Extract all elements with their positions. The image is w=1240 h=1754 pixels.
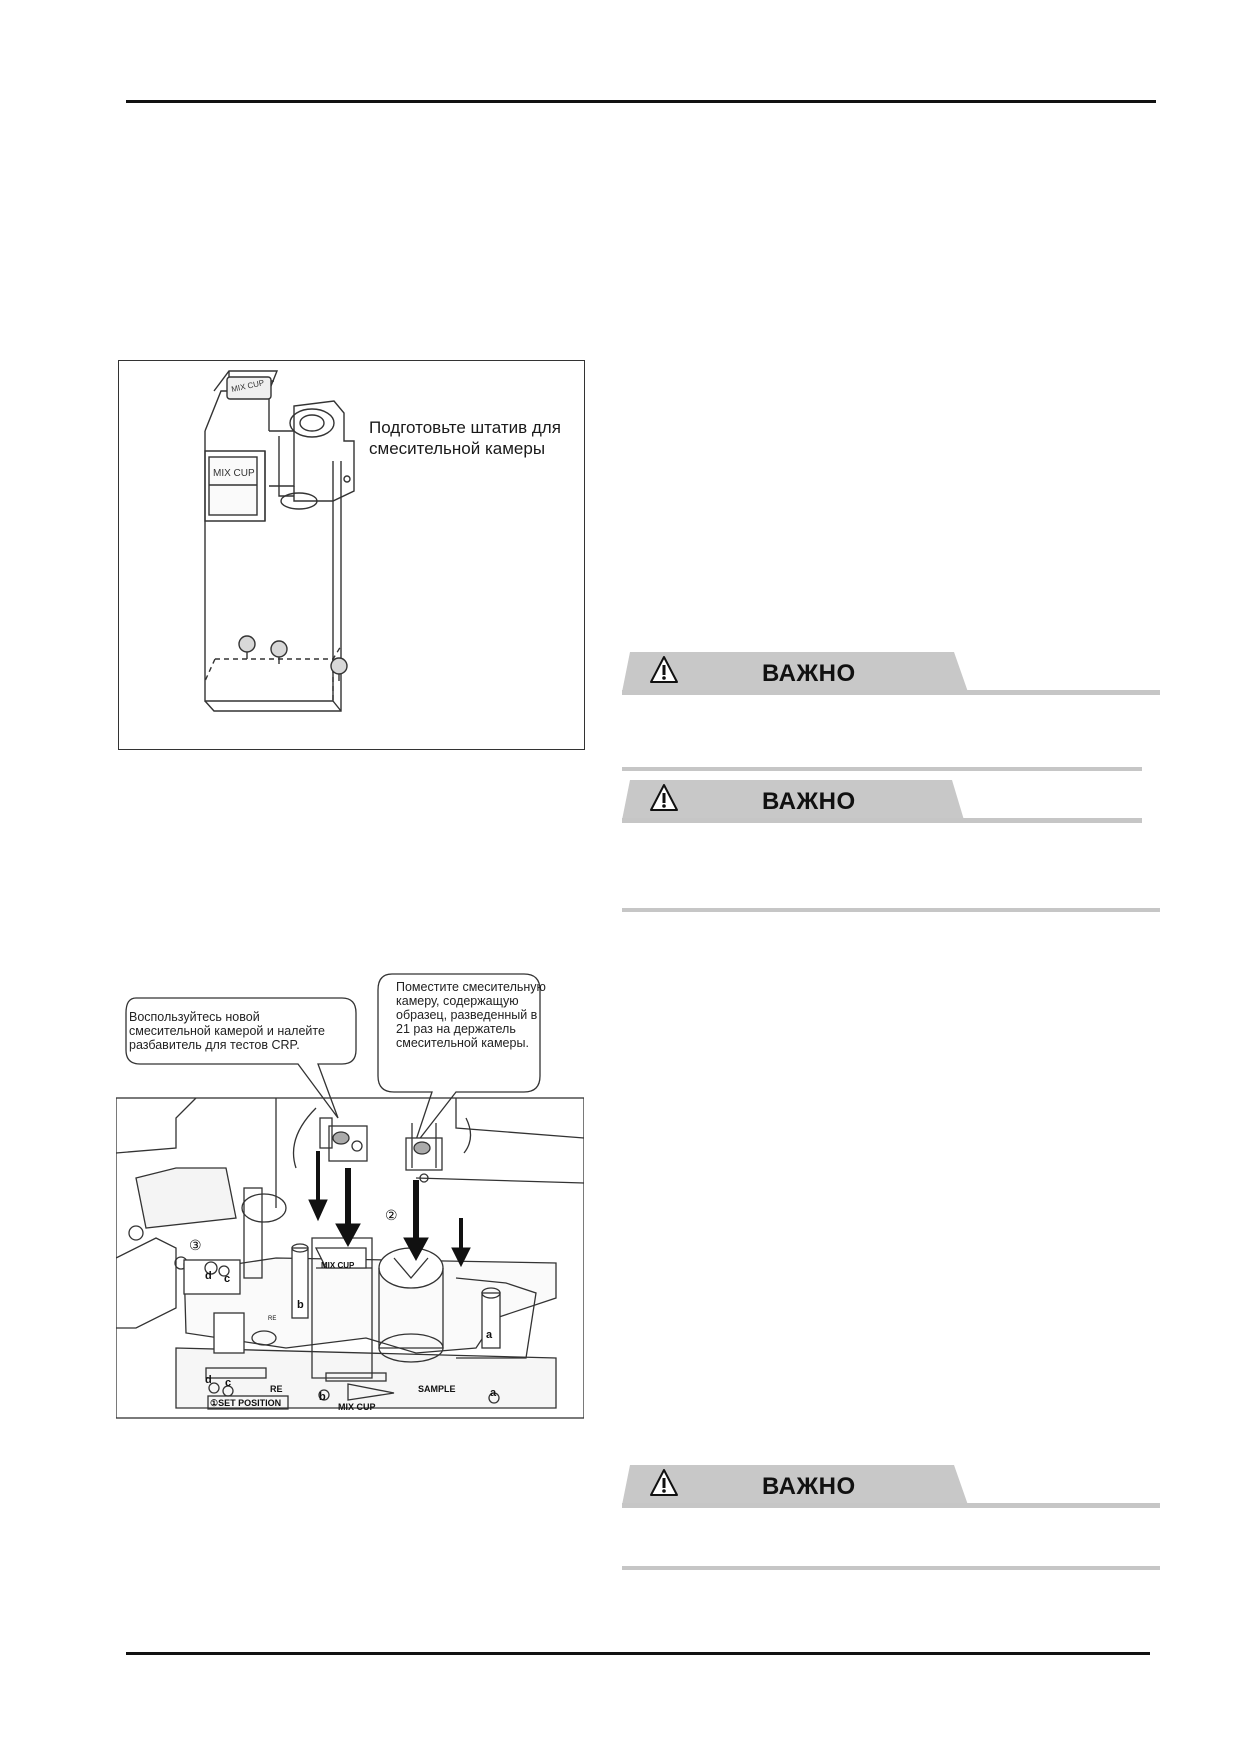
re-bottom-label: RE bbox=[270, 1384, 283, 1394]
figure1-caption: Подготовьте штатив для смесительной каме… bbox=[369, 418, 561, 458]
warning-title-2: ВАЖНО bbox=[762, 788, 856, 815]
mix-cup-holder-illustration: MIX CUP MIX CUP bbox=[204, 370, 355, 712]
mix-cup-placement-illustration: MIX CUP MIX CUP SAMPLE ①SET POSITION RE … bbox=[116, 973, 584, 1419]
sample-label: SAMPLE bbox=[418, 1384, 456, 1394]
footer-rule bbox=[126, 1652, 1150, 1655]
warning-tab-2 bbox=[622, 780, 1142, 823]
warning-rule-3 bbox=[622, 1566, 1160, 1570]
position-2-label: ② bbox=[385, 1207, 398, 1223]
re-top-label: RE bbox=[268, 1316, 276, 1322]
warning-triangle-icon bbox=[650, 656, 678, 683]
callout-new-mix-cup: Воспользуйтесь новой смесительной камеро… bbox=[129, 1010, 325, 1052]
callout-place-mix-cup: Поместите смесительную камеру, содержащу… bbox=[396, 980, 546, 1050]
warning-triangle-icon bbox=[650, 784, 678, 811]
set-position-label: ①SET POSITION bbox=[210, 1398, 281, 1408]
warning-tab-3 bbox=[622, 1465, 1160, 1508]
position-3-label: ③ bbox=[189, 1237, 202, 1253]
mix-cup-bottom-label: MIX CUP bbox=[338, 1402, 376, 1412]
c-top-label: c bbox=[224, 1273, 230, 1285]
d-top-label: d bbox=[205, 1270, 212, 1282]
a-top-label: a bbox=[486, 1329, 493, 1341]
mix-cup-side-label: MIX CUP bbox=[213, 468, 255, 479]
figure-mix-cup-placement: MIX CUP MIX CUP SAMPLE ①SET POSITION RE … bbox=[116, 968, 584, 1423]
warning-rule-1 bbox=[622, 767, 1142, 771]
header-rule bbox=[126, 100, 1156, 103]
warning-box-2: ВАЖНО bbox=[622, 780, 1160, 920]
warning-title-3: ВАЖНО bbox=[762, 1473, 856, 1500]
figure-mix-cup-holder: MIX CUP MIX CUP Подготовьте штатив для с… bbox=[118, 360, 585, 750]
warning-tab-1 bbox=[622, 652, 1160, 695]
c-bottom-label: c bbox=[225, 1377, 231, 1389]
warning-box-1: ВАЖНО bbox=[622, 652, 1160, 772]
a-bottom-label: a bbox=[490, 1387, 497, 1399]
warning-title-1: ВАЖНО bbox=[762, 660, 856, 687]
d-bottom-label: d bbox=[205, 1374, 212, 1386]
warning-triangle-icon bbox=[650, 1469, 678, 1496]
warning-rule-2 bbox=[622, 908, 1160, 912]
warning-box-3: ВАЖНО bbox=[622, 1465, 1160, 1585]
b-top-label: b bbox=[297, 1299, 304, 1311]
b-bottom-label: b bbox=[319, 1391, 326, 1403]
mix-cup-top-label: MIX CUP bbox=[321, 1261, 355, 1270]
